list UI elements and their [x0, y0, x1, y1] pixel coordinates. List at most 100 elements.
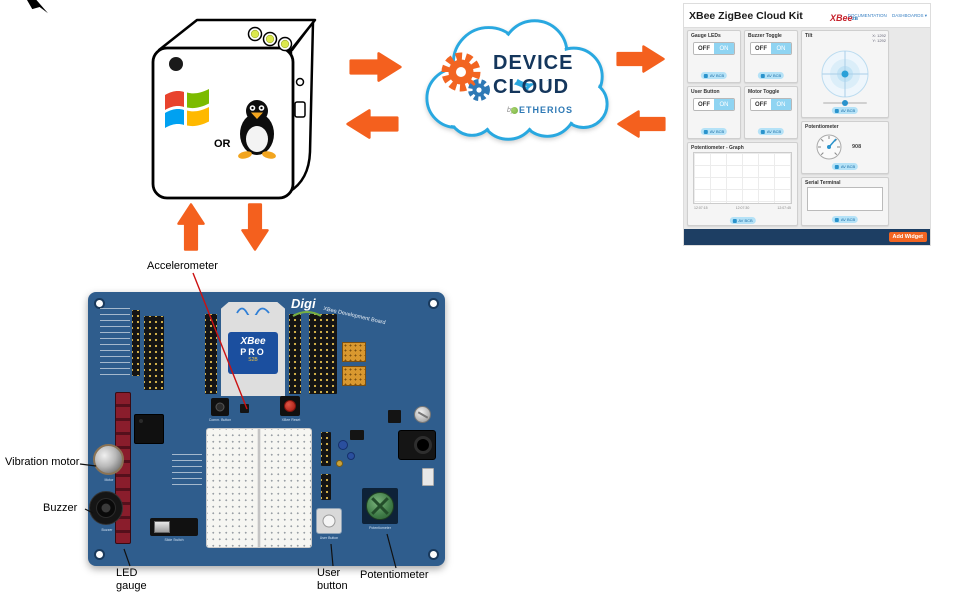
arrow-gateway-to-board	[238, 202, 272, 252]
breadboard-groove	[257, 429, 261, 547]
xbee-module-series: PRO	[240, 347, 266, 357]
widget-title: Motor Toggle	[748, 89, 780, 95]
silkscreen-labels	[172, 454, 202, 488]
device-cloud: DEVICE CLOUD by ETHERIOS	[413, 8, 621, 150]
side-port-square	[294, 101, 306, 118]
digi-logo-swoosh	[292, 311, 322, 317]
toggle-off-button[interactable]: OFF	[694, 43, 714, 54]
device-pill-label: AV BCB	[709, 73, 725, 78]
toggle-off-button[interactable]: OFF	[751, 43, 771, 54]
device-icon	[703, 129, 708, 134]
widget-title: Tilt	[805, 33, 813, 39]
pin-header	[132, 310, 140, 376]
graph-xtick: 12:07:15	[694, 206, 708, 210]
arrow-webui-to-cloud	[616, 107, 666, 141]
cloud-byline: by	[507, 107, 514, 114]
gateway-device: OR	[143, 10, 328, 210]
tilt-y-value: Y: 1292	[872, 38, 886, 43]
accelerometer-callout: Accelerometer	[147, 260, 218, 272]
mounting-hole	[428, 549, 439, 560]
tilt-x-value: X: 1292	[872, 33, 886, 38]
device-pill[interactable]: AV BCB	[831, 107, 859, 114]
widget-title: Buzzer Toggle	[748, 33, 782, 39]
gateway-device-drawing: OR	[151, 18, 317, 200]
widget-potentiometer-graph: Potentiometer - Graph 12:07:15 12:07:30 …	[687, 142, 798, 226]
potentiometer-knob	[366, 492, 394, 520]
antenna-wire	[236, 307, 270, 315]
nav-dashboards-link[interactable]: DASHBOARDS ▾	[891, 13, 927, 18]
vibration-motor-callout: Vibration motor	[5, 456, 80, 468]
toggle-group: OFF ON	[693, 98, 735, 111]
tilt-slider-handle[interactable]	[842, 100, 848, 106]
add-widget-button[interactable]: Add Widget	[888, 232, 927, 242]
capacitor	[336, 460, 343, 467]
chip-pin1-dot	[139, 419, 143, 423]
xbee-reset-button	[280, 396, 300, 416]
graph-plot-area	[693, 152, 792, 204]
xbee-module-name: XBee	[240, 336, 266, 347]
device-pill-label: AV BCB	[766, 73, 782, 78]
accelerometer-chip	[240, 404, 249, 413]
toggle-off-button[interactable]: OFF	[694, 99, 714, 110]
widget-title: Potentiometer	[805, 124, 839, 130]
device-pill[interactable]: AV BCB	[729, 217, 756, 224]
mounting-hole	[94, 549, 105, 560]
toggle-off-button[interactable]: OFF	[751, 99, 771, 110]
side-port-round	[295, 77, 305, 87]
device-pill-label: AV BCB	[766, 129, 782, 134]
device-pill-label: AV BCB	[709, 129, 725, 134]
terminal-output[interactable]	[807, 187, 883, 211]
capacitor	[338, 440, 348, 450]
tilt-slider[interactable]	[823, 100, 867, 106]
tilt-gauge	[821, 50, 869, 98]
xbee-module-label: XBee PRO S2B	[228, 332, 278, 374]
xbee-reset-button-cap	[284, 400, 296, 412]
toggle-on-button[interactable]: ON	[714, 43, 734, 54]
device-pill[interactable]: AV BCB	[757, 72, 785, 79]
nav-documentation-link[interactable]: DOCUMENTATION	[847, 13, 887, 18]
slide-switch	[150, 518, 198, 536]
silkscreen-pin-labels	[100, 308, 130, 380]
power-jack-opening	[414, 436, 432, 454]
user-button-callout: User button	[317, 567, 348, 593]
xbee-module: XBee PRO S2B	[221, 302, 285, 396]
arrow-gateway-to-cloud	[349, 50, 403, 84]
screw-slot	[417, 410, 428, 419]
gear-icon	[441, 52, 490, 101]
graph-xticks: 12:07:15 12:07:30 12:07:45	[694, 206, 791, 210]
widget-tilt: Tilt X: 1292 Y: 1292 AV BCB	[801, 30, 889, 118]
linux-tux-logo	[238, 100, 276, 159]
potentiometer-component	[362, 488, 398, 524]
user-button-component	[316, 508, 342, 534]
dip-socket	[144, 316, 164, 390]
connector	[422, 468, 434, 486]
toggle-on-button[interactable]: ON	[771, 43, 791, 54]
commissioning-button	[211, 398, 229, 416]
potentiometer-silkscreen: Potentiometer	[369, 526, 391, 530]
power-jack	[398, 430, 436, 460]
windows-logo	[165, 89, 209, 128]
dip-switch-block	[342, 366, 366, 386]
small-ic	[350, 430, 364, 440]
widget-title: Gauge LEDs	[691, 33, 721, 39]
user-button-callout-line1: User	[317, 567, 341, 579]
device-pill[interactable]: AV BCB	[757, 128, 785, 135]
tilt-values: X: 1292 Y: 1292	[872, 33, 886, 43]
device-pill[interactable]: AV BCB	[700, 128, 728, 135]
buzzer-silkscreen: Buzzer	[101, 528, 113, 532]
device-pill[interactable]: AV BCB	[831, 163, 859, 170]
potentiometer-value: 908	[852, 144, 862, 150]
widget-title: User Button	[691, 89, 720, 95]
toggle-on-button[interactable]: ON	[714, 99, 734, 110]
potentiometer-callout: Potentiometer	[360, 569, 429, 581]
device-icon	[760, 129, 765, 134]
widget-potentiometer: Potentiometer 908 AV	[801, 121, 889, 174]
device-pill[interactable]: AV BCB	[831, 216, 859, 223]
toggle-group: OFF ON	[693, 42, 735, 55]
webui-footer: Add Widget	[684, 229, 930, 245]
device-pill[interactable]: AV BCB	[700, 72, 728, 79]
widget-title: Serial Terminal	[805, 180, 841, 186]
toggle-on-button[interactable]: ON	[771, 99, 791, 110]
widget-serial-terminal: Serial Terminal AV BCB	[801, 177, 889, 226]
